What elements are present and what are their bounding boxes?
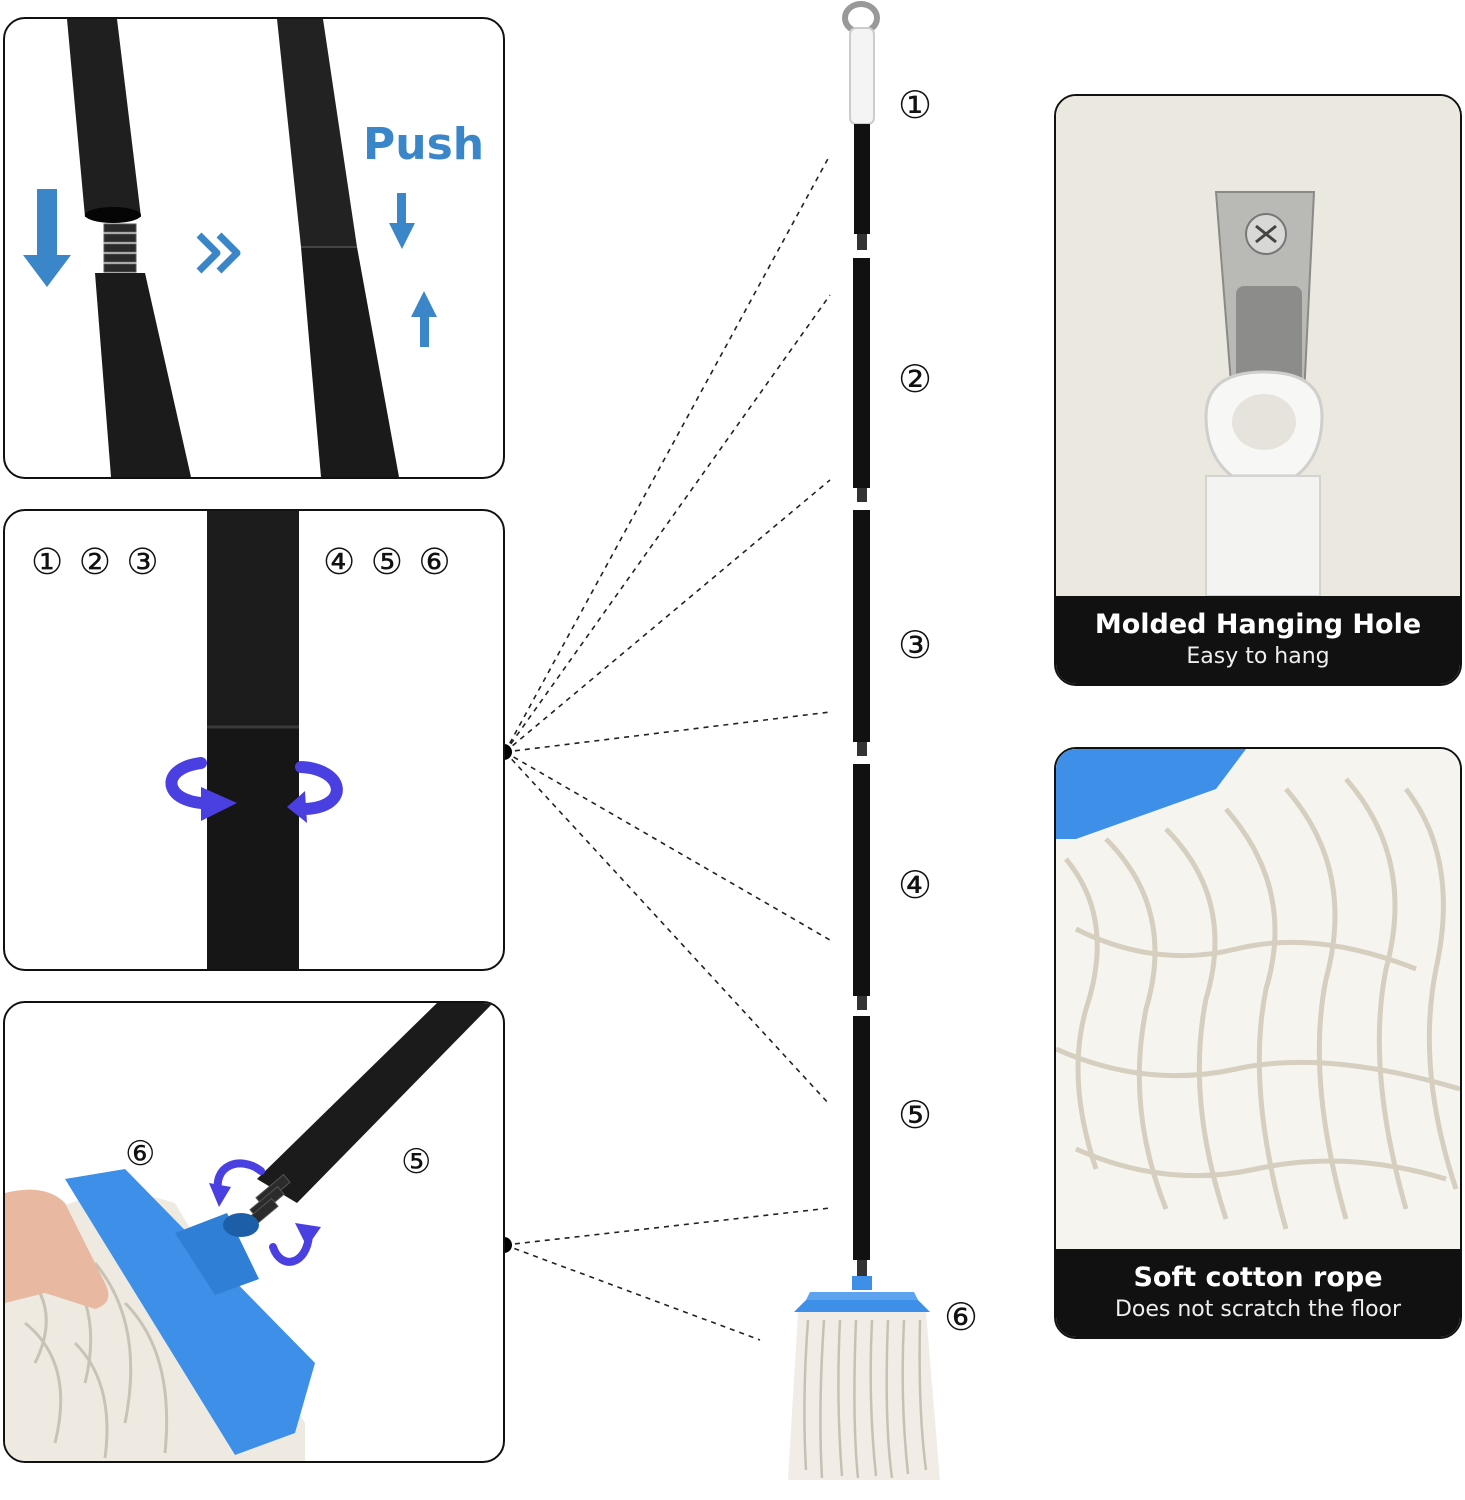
hanging-caption: Molded Hanging Hole Easy to hang [1056,596,1460,684]
head-label-6: ⑥ [125,1134,156,1174]
segment-label-5: ⑤ [898,1093,933,1137]
segment-label-2: ② [898,357,933,401]
twist-panel: ① ② ③ ④ ⑤ ⑥ [3,509,505,971]
assembly-illustration [23,19,437,477]
twist-illustration [165,511,343,969]
rope-caption: Soft cotton rope Does not scratch the fl… [1056,1249,1460,1337]
rope-panel: Soft cotton rope Does not scratch the fl… [1054,747,1462,1339]
up-arrow-icon [411,291,437,347]
down-arrow-icon [23,189,71,287]
head-panel: ⑥ ⑤ [3,1001,505,1463]
down-arrow-icon [389,193,415,249]
hanging-panel: Molded Hanging Hole Easy to hang [1054,94,1462,686]
rope-subtitle: Does not scratch the floor [1114,1297,1402,1322]
push-label: Push [363,119,485,170]
twist-left-numbers: ① ② ③ [31,542,161,583]
segment-label-1: ① [898,83,933,127]
hanging-illustration [1056,96,1460,596]
head-illustration [5,1003,493,1461]
head-label-5: ⑤ [401,1142,432,1182]
rope-title: Soft cotton rope [1133,1262,1383,1293]
hanging-title: Molded Hanging Hole [1094,609,1422,640]
assembly-panel: Push [3,17,505,479]
segment-label-4: ④ [898,863,933,907]
hanging-subtitle: Easy to hang [1186,644,1330,669]
mop-diagram [788,1,940,1480]
rope-illustration [1056,749,1460,1253]
rotate-arrow-icon [165,757,343,823]
segment-label-3: ③ [898,623,933,667]
segment-label-6: ⑥ [944,1295,979,1339]
twist-right-numbers: ④ ⑤ ⑥ [323,542,453,583]
double-chevron-icon [196,232,241,274]
